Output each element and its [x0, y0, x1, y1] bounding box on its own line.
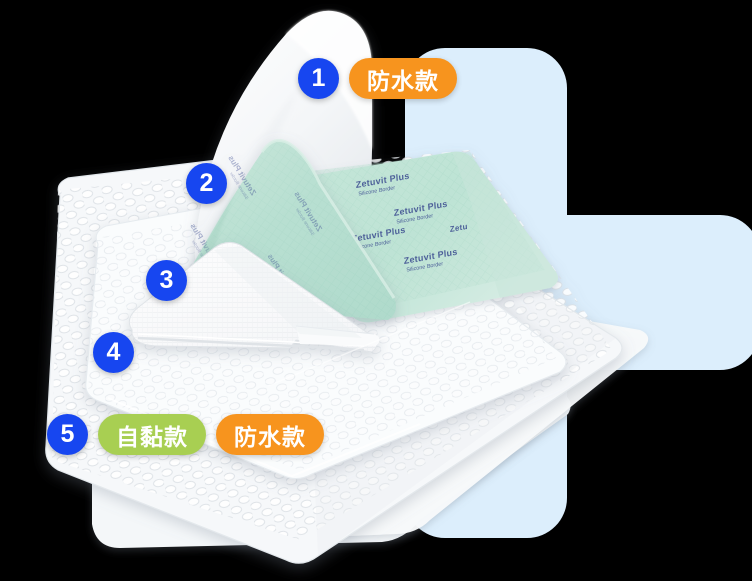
svg-text:Zetu: Zetu [450, 222, 468, 234]
tag-waterproof-5[interactable]: 防水款 [216, 414, 324, 455]
callout-number-5: 5 [47, 414, 88, 455]
callout-1[interactable]: 1 防水款 [298, 58, 457, 99]
tag-waterproof-1[interactable]: 防水款 [349, 58, 457, 99]
callout-5[interactable]: 5 自黏款 防水款 [47, 414, 324, 455]
callout-number-1: 1 [298, 58, 339, 99]
callout-4[interactable]: 4 [93, 332, 134, 373]
callout-2[interactable]: 2 [186, 163, 227, 204]
callout-3[interactable]: 3 [146, 260, 187, 301]
callout-number-2: 2 [186, 163, 227, 204]
layer-3-absorbent-pad [128, 242, 380, 353]
callout-number-4: 4 [93, 332, 134, 373]
callout-number-3: 3 [146, 260, 187, 301]
tag-self-adhesive-5[interactable]: 自黏款 [98, 414, 206, 455]
